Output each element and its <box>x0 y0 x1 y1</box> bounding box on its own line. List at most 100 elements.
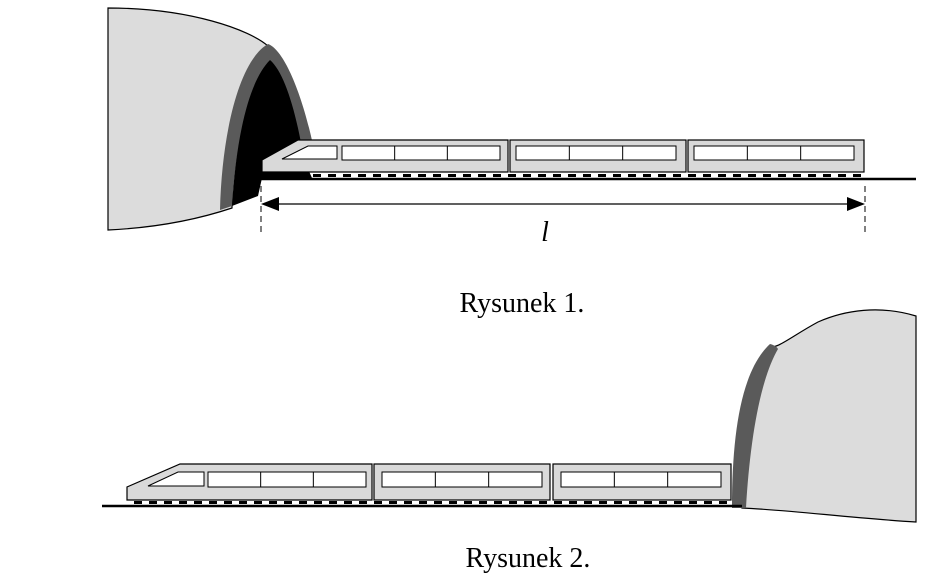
figure-1: l Rysunek 1. <box>107 7 916 319</box>
track-2-tie <box>704 501 712 504</box>
track-2-tie <box>464 501 472 504</box>
track-1-tie <box>778 174 786 177</box>
track-1-tie <box>448 174 456 177</box>
track-2-tie <box>479 501 487 504</box>
track-2-tie <box>629 501 637 504</box>
track-2-tie <box>569 501 577 504</box>
track-2-tie <box>299 501 307 504</box>
track-2-tie <box>659 501 667 504</box>
track-1-tie <box>718 174 726 177</box>
track-2-tie <box>209 501 217 504</box>
track-1-tie <box>808 174 816 177</box>
track-2-tie <box>524 501 532 504</box>
track-2-tie <box>389 501 397 504</box>
track-1-tie <box>688 174 696 177</box>
track-2-tie <box>449 501 457 504</box>
train-1-cab-window <box>281 145 338 160</box>
track-1-tie <box>463 174 471 177</box>
tunnel-rim <box>220 44 316 210</box>
hill-right <box>741 309 917 523</box>
dim-arrow-right <box>847 197 865 211</box>
track-2-tie <box>194 501 202 504</box>
track-1-tie <box>478 174 486 177</box>
track-1-tie <box>658 174 666 177</box>
track-2-tie <box>164 501 172 504</box>
dimension-l: l <box>260 186 866 248</box>
track-1-tie <box>373 174 381 177</box>
track-2-tie <box>134 501 142 504</box>
track-2-tie <box>614 501 622 504</box>
track-2-tie <box>149 501 157 504</box>
track-2-tie <box>539 501 547 504</box>
track-2-tie <box>644 501 652 504</box>
track-1-tie <box>418 174 426 177</box>
train-1-car-2-window-strip <box>515 145 677 161</box>
tunnel-portal-left <box>107 7 316 231</box>
track-2-tie <box>719 501 727 504</box>
tunnel-rim-right <box>732 344 778 508</box>
track-1-tie <box>433 174 441 177</box>
track-1-tie <box>523 174 531 177</box>
track-2-tie <box>224 501 232 504</box>
track-1-tie <box>613 174 621 177</box>
track-2-tie <box>269 501 277 504</box>
train-2-car-3-window-strip <box>560 471 722 488</box>
track-1-tie <box>838 174 846 177</box>
caption-1: Rysunek 1. <box>460 288 585 319</box>
track-2-tie <box>494 501 502 504</box>
track-2-tie <box>554 501 562 504</box>
track-1-tie <box>268 174 276 177</box>
track-1-tie <box>553 174 561 177</box>
train-1-car-1-window-strip <box>341 145 501 161</box>
train-2-cab-window <box>147 471 205 487</box>
track-2-tie <box>374 501 382 504</box>
track-1-tie <box>673 174 681 177</box>
track-1-tie <box>388 174 396 177</box>
dim-arrow-left <box>261 197 279 211</box>
track-1-tie <box>598 174 606 177</box>
track-1-tie <box>403 174 411 177</box>
track-2-tie <box>254 501 262 504</box>
track-2-tie <box>599 501 607 504</box>
track-1-tie <box>538 174 546 177</box>
track-2-tie <box>509 501 517 504</box>
track-1-tie <box>823 174 831 177</box>
track-1-tie <box>343 174 351 177</box>
caption-2: Rysunek 2. <box>466 543 591 574</box>
track-2-tie <box>239 501 247 504</box>
track-2-tie <box>329 501 337 504</box>
train-1 <box>261 139 865 173</box>
track-1-tie <box>763 174 771 177</box>
train-2-windows <box>207 471 722 488</box>
track-1-tie <box>493 174 501 177</box>
track-2-tie <box>359 501 367 504</box>
track-2-tie <box>434 501 442 504</box>
track-2-tie <box>689 501 697 504</box>
track-1-tie <box>733 174 741 177</box>
track-1-tie <box>853 174 861 177</box>
length-label: l <box>541 217 549 248</box>
train-2-car-1-window-strip <box>207 471 367 488</box>
track-ties-2 <box>134 501 727 504</box>
track-1-tie <box>508 174 516 177</box>
track-2-tie <box>179 501 187 504</box>
track-1-tie <box>283 174 291 177</box>
train-2-car-2-window-strip <box>381 471 543 488</box>
track-2-tie <box>284 501 292 504</box>
track-2-tie <box>419 501 427 504</box>
track-2-tie <box>674 501 682 504</box>
track-1-tie <box>793 174 801 177</box>
track-1-tie <box>628 174 636 177</box>
track-1-tie <box>298 174 306 177</box>
track-1-tie <box>703 174 711 177</box>
track-2-tie <box>584 501 592 504</box>
track-1-tie <box>568 174 576 177</box>
train-1-windows <box>341 145 855 161</box>
track-2-tie <box>314 501 322 504</box>
track-1-tie <box>313 174 321 177</box>
figure-2: Rysunek 2. <box>102 309 917 574</box>
track-2-tie <box>404 501 412 504</box>
track-1-tie <box>358 174 366 177</box>
train-1-car-3-window-strip <box>693 145 855 161</box>
